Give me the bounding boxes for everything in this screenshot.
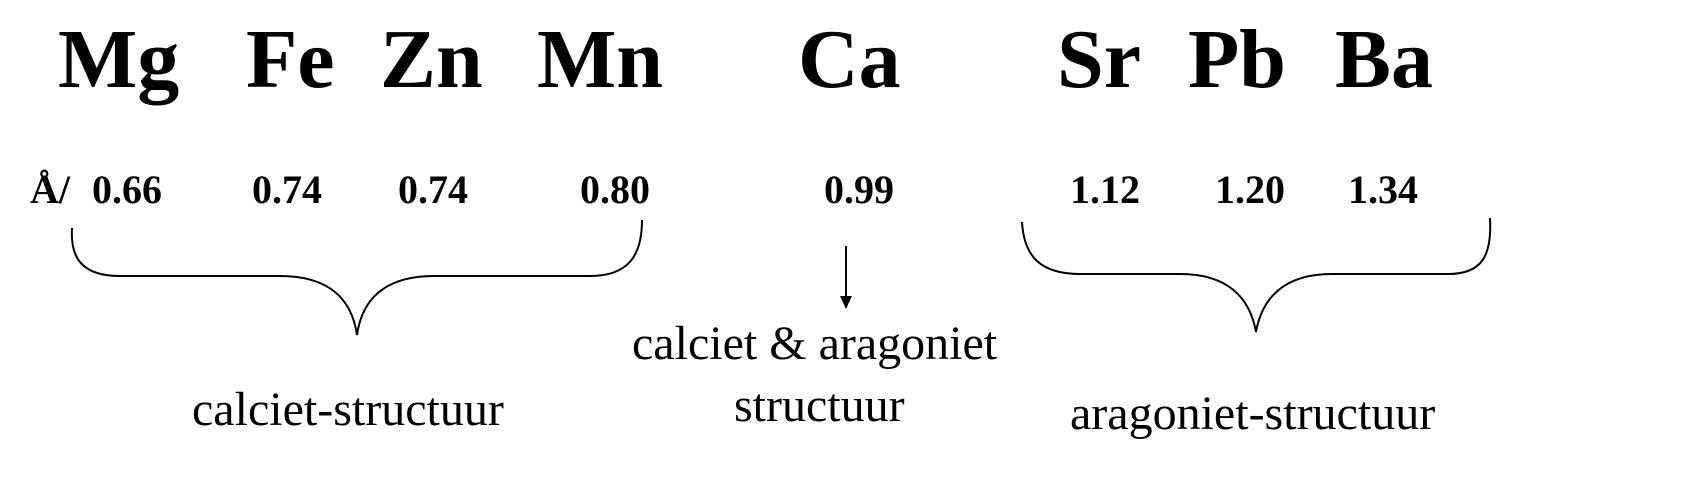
element-symbol-fe: Fe (246, 13, 335, 106)
element-symbol-sr: Sr (1057, 13, 1141, 106)
label-aragonite-structure: aragoniet-structuur (1070, 387, 1436, 440)
label-calcite-aragonite-line2: structuur (734, 379, 905, 432)
element-symbol-ca: Ca (798, 13, 901, 106)
arrow-down-icon (840, 246, 852, 309)
radius-fe: 0.74 (252, 167, 322, 212)
radius-ca: 0.99 (824, 167, 894, 212)
element-symbol-mg: Mg (58, 13, 180, 106)
element-symbol-zn: Zn (380, 13, 483, 106)
radius-sr: 1.12 (1070, 167, 1140, 212)
radius-mn: 0.80 (580, 167, 650, 212)
label-calcite-aragonite-line1: calciet & aragoniet (632, 317, 998, 370)
radius-zn: 0.74 (398, 167, 468, 212)
element-symbol-pb: Pb (1188, 13, 1287, 106)
radius-mg: 0.66 (92, 167, 162, 212)
radius-pb: 1.20 (1215, 167, 1285, 212)
radius-unit-label: Å/ (30, 167, 70, 212)
label-calcite-structure: calciet-structuur (192, 383, 504, 436)
element-symbol-ba: Ba (1335, 13, 1434, 106)
brace-calcite-group (70, 219, 643, 336)
element-symbol-mn: Mn (537, 13, 663, 106)
brace-aragonite-group (1021, 217, 1492, 333)
radius-ba: 1.34 (1348, 167, 1418, 212)
